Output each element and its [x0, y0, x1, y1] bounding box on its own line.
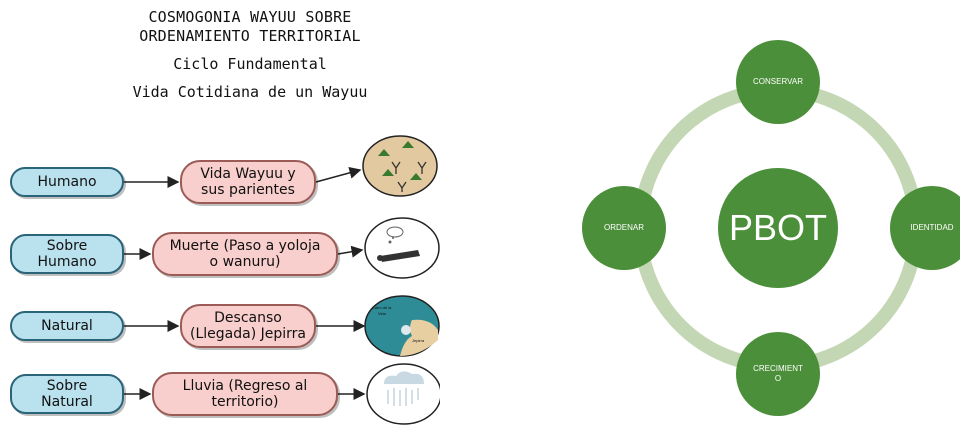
village-people-illustration: [362, 135, 438, 197]
pbot-cycle-diagram: [582, 40, 960, 416]
node-identidad-label: IDENTIDAD: [910, 223, 954, 232]
title-line-1: COSMOGONIA WAYUU SOBRE: [148, 8, 352, 26]
node-conservar-label: CONSERVAR: [753, 77, 803, 86]
map-label-vela: Vela: [378, 311, 387, 316]
arrow-2b: [337, 245, 364, 258]
node-crecimiento-circle: [736, 332, 820, 416]
coastal-map-illustration: Cabo de la Vela Jepirra: [364, 295, 440, 357]
category-natural: Natural: [10, 311, 124, 341]
node-crecimiento-label: CRECIMIENT O: [753, 364, 803, 383]
node-conservar-circle: [736, 40, 820, 124]
cosmogonia-title-block: COSMOGONIA WAYUU SOBRE ORDENAMIENTO TERR…: [100, 8, 400, 102]
description-vida-wayuu: Vida Wayuu y sus parientes: [180, 160, 316, 204]
category-sobre-natural: Sobre Natural: [10, 374, 124, 414]
category-humano: Humano: [10, 167, 124, 197]
node-ordenar-label: ORDENAR: [603, 223, 644, 232]
description-lluvia: Lluvia (Regreso al territorio): [152, 372, 338, 416]
arrow-1b: [315, 166, 362, 183]
node-identidad-circle: [890, 186, 960, 270]
subtitle-ciclo: Ciclo Fundamental: [173, 55, 327, 73]
node-ordenar-circle: [582, 186, 666, 270]
center-pbot-label: PBOT: [728, 207, 827, 248]
left-diagram-connectors: Cabo de la Vela Jepirra: [124, 135, 440, 425]
center-pbot-circle: [718, 168, 838, 288]
description-muerte: Muerte (Paso a yoloja o wanuru): [152, 232, 338, 276]
lying-person-dream-illustration: [364, 217, 440, 279]
subtitle-vida: Vida Cotidiana de un Wayuu: [132, 83, 368, 101]
description-descanso: Descanso (Llegada) Jepirra: [180, 304, 316, 348]
map-label-cabo: Cabo de la: [372, 305, 392, 310]
title-line-2: ORDENAMIENTO TERRITORIAL: [139, 27, 361, 45]
rain-cloud-illustration: [366, 363, 440, 425]
category-sobre-humano: Sobre Humano: [10, 234, 124, 274]
map-label-jepirra: Jepirra: [412, 338, 425, 343]
